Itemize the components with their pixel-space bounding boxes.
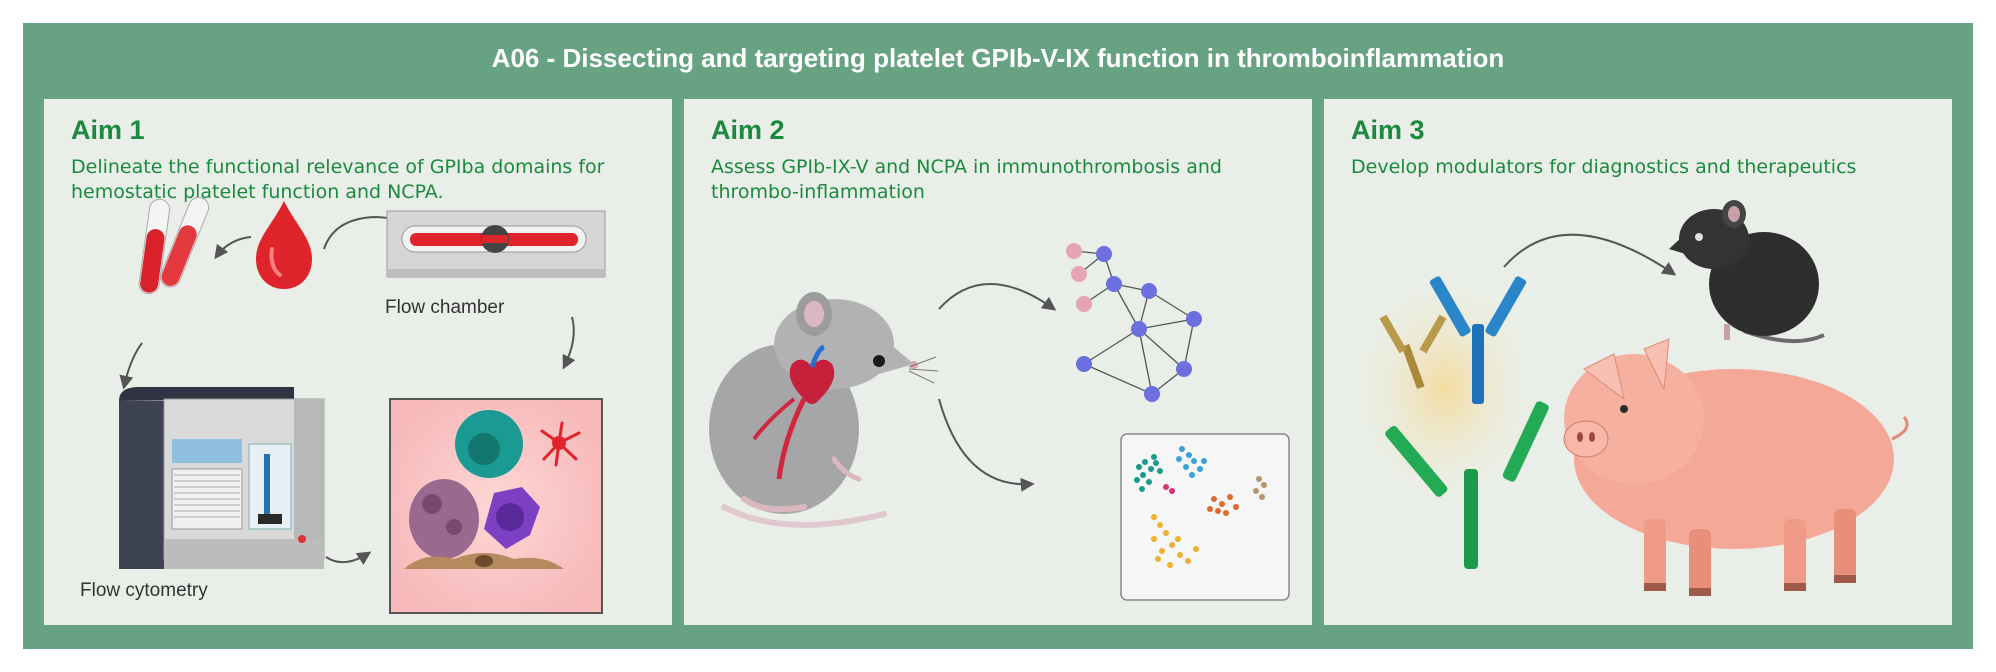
network-icon (1073, 250, 1195, 395)
flow-chamber-icon (386, 210, 606, 278)
aim-1-illustration: Flow chamber (80, 196, 606, 614)
aim-3-heading: Aim 3 (1351, 115, 1425, 145)
figure-title: A06 - Dissecting and targeting platelet … (491, 43, 1505, 73)
aim-2-illustration (709, 243, 1290, 601)
aim-3-description: Develop modulators for diagnostics and t… (1351, 156, 1857, 178)
flow-cytometer-icon (119, 387, 325, 569)
antibody-icon (1339, 259, 1549, 569)
cells-icon (389, 398, 603, 614)
aim-1-panel: Aim 1 Delineate the functional relevance… (44, 99, 672, 625)
pig-icon (1563, 338, 1909, 596)
aim-1-description: Delineate the functional relevance of GP… (71, 156, 605, 203)
mouse-icon (709, 292, 939, 528)
flow-chamber-label: Flow chamber (385, 297, 505, 318)
blood-drop-icon (256, 201, 312, 289)
aim-2-heading: Aim 2 (711, 115, 785, 145)
flow-cytometry-label: Flow cytometry (80, 580, 208, 601)
aim-2-panel: Aim 2 Assess GPIb-IX-V and NCPA in immun… (684, 99, 1312, 625)
aim-1-heading: Aim 1 (71, 115, 145, 145)
test-tubes-icon (138, 196, 210, 295)
aim-3-panel: Aim 3 Develop modulators for diagnostics… (1324, 99, 1952, 625)
figure-frame: A06 - Dissecting and targeting platelet … (23, 23, 1973, 649)
cluster-plot-icon (1120, 433, 1290, 601)
heart-icon (752, 344, 835, 480)
aim-2-description: Assess GPIb-IX-V and NCPA in immunothrom… (711, 156, 1222, 203)
black-mouse-icon (1669, 200, 1825, 344)
aim-3-illustration (1339, 200, 1909, 596)
